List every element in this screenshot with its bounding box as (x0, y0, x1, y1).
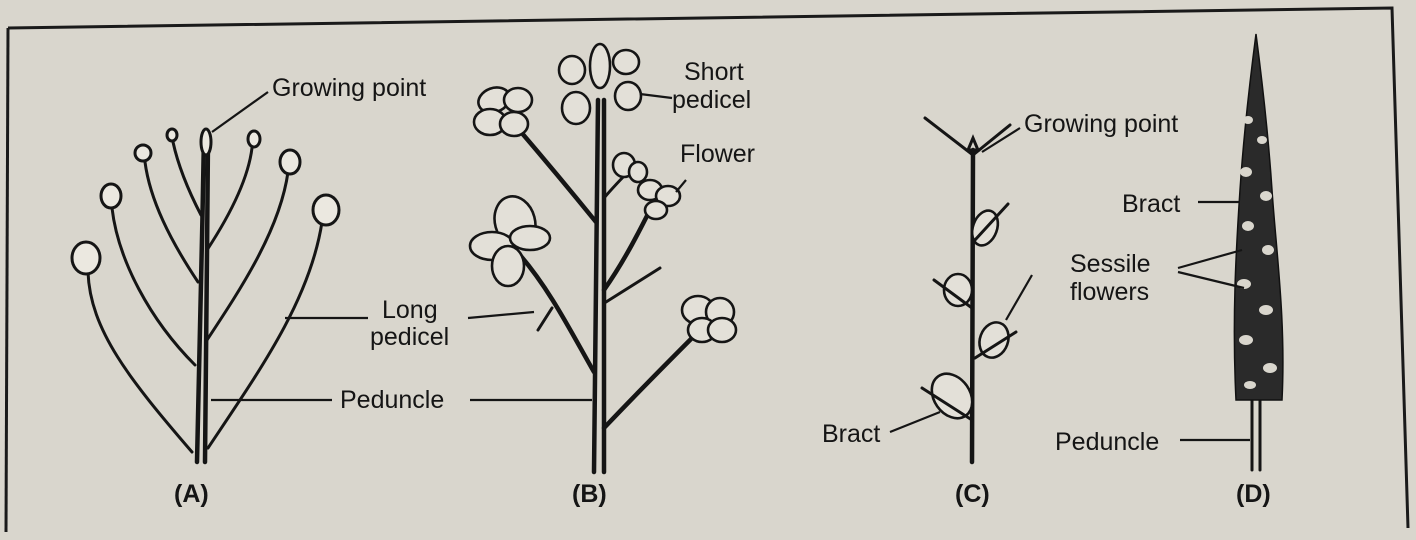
diagram-c-bract-pointer (890, 412, 940, 432)
caption-d: (D) (1236, 480, 1271, 508)
diagram-b-flower (474, 83, 532, 136)
diagram-b-long-pedicel-pointer (468, 312, 534, 318)
diagram-b-flower (470, 192, 550, 286)
diagram-a (72, 92, 368, 462)
label-peduncle-a-b: Peduncle (340, 386, 444, 414)
diagram-a-pedicel (207, 172, 288, 340)
label-sessile-flowers-line1: Sessile (1070, 250, 1151, 278)
diagram-a-pedicel (88, 272, 192, 452)
diagram-a-growing-point-pointer (212, 92, 268, 132)
diagram-d-sessile-flowers-pointer (1178, 250, 1242, 268)
diagram-c (890, 118, 1032, 462)
label-sessile-flowers-line2: flowers (1070, 278, 1149, 306)
diagram-a-growing-point (201, 129, 211, 155)
diagram-c-peduncle-axis (972, 150, 973, 462)
diagram-b-peduncle-axis (594, 100, 598, 472)
diagram-a-pedicel (145, 162, 198, 282)
label-c-growing-point: Growing point (1024, 110, 1178, 138)
diagram-b-flower (638, 180, 680, 219)
label-d-peduncle: Peduncle (1055, 428, 1159, 456)
diagram-b-pedicel (604, 330, 700, 428)
diagram-a-flower-bud (280, 150, 300, 174)
diagram-b-flower (613, 153, 647, 182)
caption-a: (A) (174, 480, 209, 508)
diagram-b-pedicel (520, 255, 594, 372)
diagram-a-flower-bud (72, 242, 100, 274)
diagram-a-pedicel (173, 142, 201, 215)
label-short-pedicel-line1: Short (684, 58, 744, 86)
panel-border-left (6, 28, 8, 532)
caption-b: (B) (572, 480, 607, 508)
label-long-pedicel-line2: pedicel (370, 323, 449, 351)
label-long-pedicel-line1: Long (382, 296, 438, 324)
label-flower: Flower (680, 140, 755, 168)
label-short-pedicel-line2: pedicel (672, 86, 751, 114)
diagram-a-flower-bud (248, 131, 260, 147)
diagram-a-flower-bud (167, 129, 177, 141)
diagram-a-pedicel (207, 148, 252, 250)
diagram-d (1178, 34, 1283, 470)
label-d-bract: Bract (1122, 190, 1180, 218)
diagram-d-spike (1234, 34, 1283, 400)
diagram-b-flower (682, 296, 736, 342)
diagram-a-peduncle-axis (197, 135, 204, 462)
diagram-a-pedicel (208, 222, 322, 448)
diagram-b-short-pedicel-pointer (640, 94, 672, 98)
diagram-a-pedicel (112, 208, 195, 365)
diagram-a-flower-bud (101, 184, 121, 208)
diagram-c-sessile-flowers-pointer (1006, 275, 1032, 320)
diagram-a-flower-bud (313, 195, 339, 225)
caption-c: (C) (955, 480, 990, 508)
label-c-bract: Bract (822, 420, 880, 448)
diagram-a-flower-bud (135, 145, 151, 161)
diagram-b-flower-pointer (676, 180, 686, 192)
label-a-growing-point: Growing point (272, 74, 426, 102)
